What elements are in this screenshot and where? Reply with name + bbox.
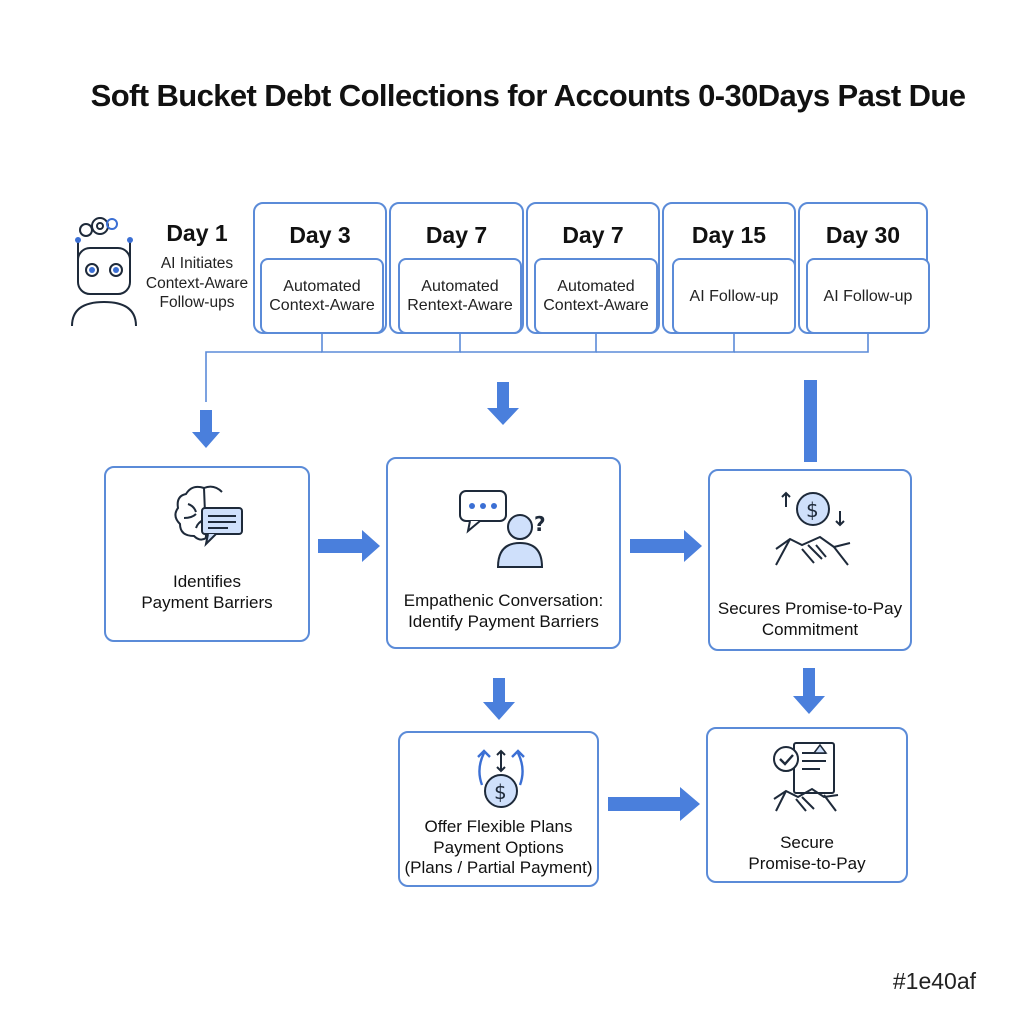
svg-text:$: $: [806, 498, 819, 522]
day-label: Day 3: [289, 222, 351, 248]
arrow-right-2: [630, 530, 702, 562]
day-label: Day 7: [425, 222, 488, 248]
robot-gears-icon: [71, 217, 137, 327]
day-label: Day 30: [825, 222, 901, 248]
svg-text:$: $: [494, 780, 507, 804]
step-conversation-text: Empathenic Conversation: Identify Paymen…: [403, 591, 604, 631]
page-title: Soft Bucket Debt Collections for Account…: [90, 78, 966, 113]
step-commitment: $ Secures Promise-to-Pay Commitment: [708, 469, 912, 651]
step-identify-text: Identifies Payment Barriers: [141, 572, 273, 612]
intro-text: AI Initiates Context-Aware Follow-ups: [145, 255, 249, 311]
step-plans-text: Offer Flexible Plans Payment Options (Pl…: [404, 817, 593, 877]
arrow-right-3: [608, 787, 700, 821]
arrow-down-secure: [793, 668, 825, 714]
day-label: Day 15: [691, 222, 767, 248]
intro-day: Day 1: [166, 220, 228, 246]
svg-text:?: ?: [534, 512, 546, 536]
timeline-day-15-detail: AI Follow-up: [672, 258, 796, 334]
arrow-down-middle: [487, 382, 519, 425]
step-secure: Secure Promise-to-Pay: [706, 727, 908, 883]
dollar-arrows-icon: $: [477, 749, 525, 808]
arrow-right-1: [318, 530, 380, 562]
handshake-dollar-icon: $: [775, 491, 851, 566]
conversation-person-icon: ?: [459, 490, 546, 568]
arrow-down-plans: [483, 678, 515, 720]
color-hash-label: #1e40af: [892, 968, 976, 994]
bar-down-right: [804, 380, 817, 462]
step-plans: $ Offer Flexible Plans Payment Options (…: [398, 731, 599, 887]
timeline-day-30-detail: AI Follow-up: [806, 258, 930, 334]
step-secure-text: Secure Promise-to-Pay: [748, 833, 866, 873]
step-conversation: ? Empathenic Conversation: Identify Paym…: [386, 457, 621, 649]
day-label: Day 7: [562, 222, 624, 248]
brain-chat-icon: [174, 485, 243, 548]
contract-handshake-icon: [773, 742, 839, 812]
arrow-down-left: [192, 410, 220, 448]
step-identify: Identifies Payment Barriers: [104, 466, 310, 642]
step-commitment-text: Secures Promise-to-Pay Commitment: [717, 599, 903, 639]
